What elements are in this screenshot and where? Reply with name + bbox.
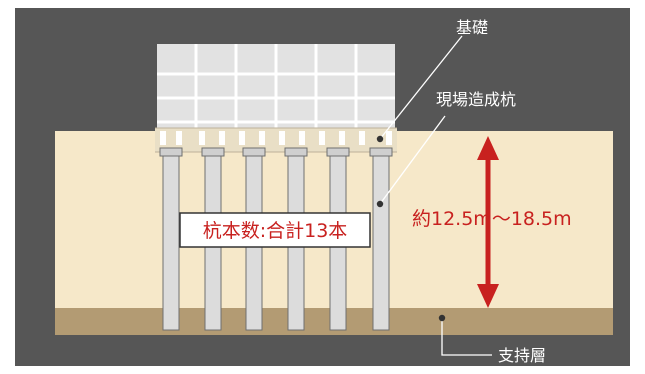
pile-count-box (179, 212, 371, 248)
leader-lines (379, 35, 492, 356)
double-headed-vertical-arrow-icon (477, 136, 499, 308)
cast-in-place-pile-label: 現場造成杭 (436, 90, 516, 109)
pile-marker-icon (376, 200, 384, 208)
pile-count-label: 杭本数:合計13本 (203, 220, 348, 242)
foundation-leader-line (379, 35, 463, 140)
bearing-layer-label: 支持層 (498, 346, 546, 365)
foundation-marker-icon (376, 135, 384, 143)
pile-count-callout: 杭本数:合計13本 (179, 212, 371, 248)
pile-leader-line (379, 115, 446, 205)
foundation-structure (155, 44, 397, 153)
foundation-beam (155, 128, 397, 152)
depth-label: 約12.5m〜18.5m (412, 208, 572, 230)
dot-marker-icon (438, 314, 446, 322)
foundation-label: 基礎 (456, 18, 488, 37)
bearing-leader-line (441, 318, 492, 356)
pile (159, 147, 183, 331)
pile (369, 147, 393, 331)
